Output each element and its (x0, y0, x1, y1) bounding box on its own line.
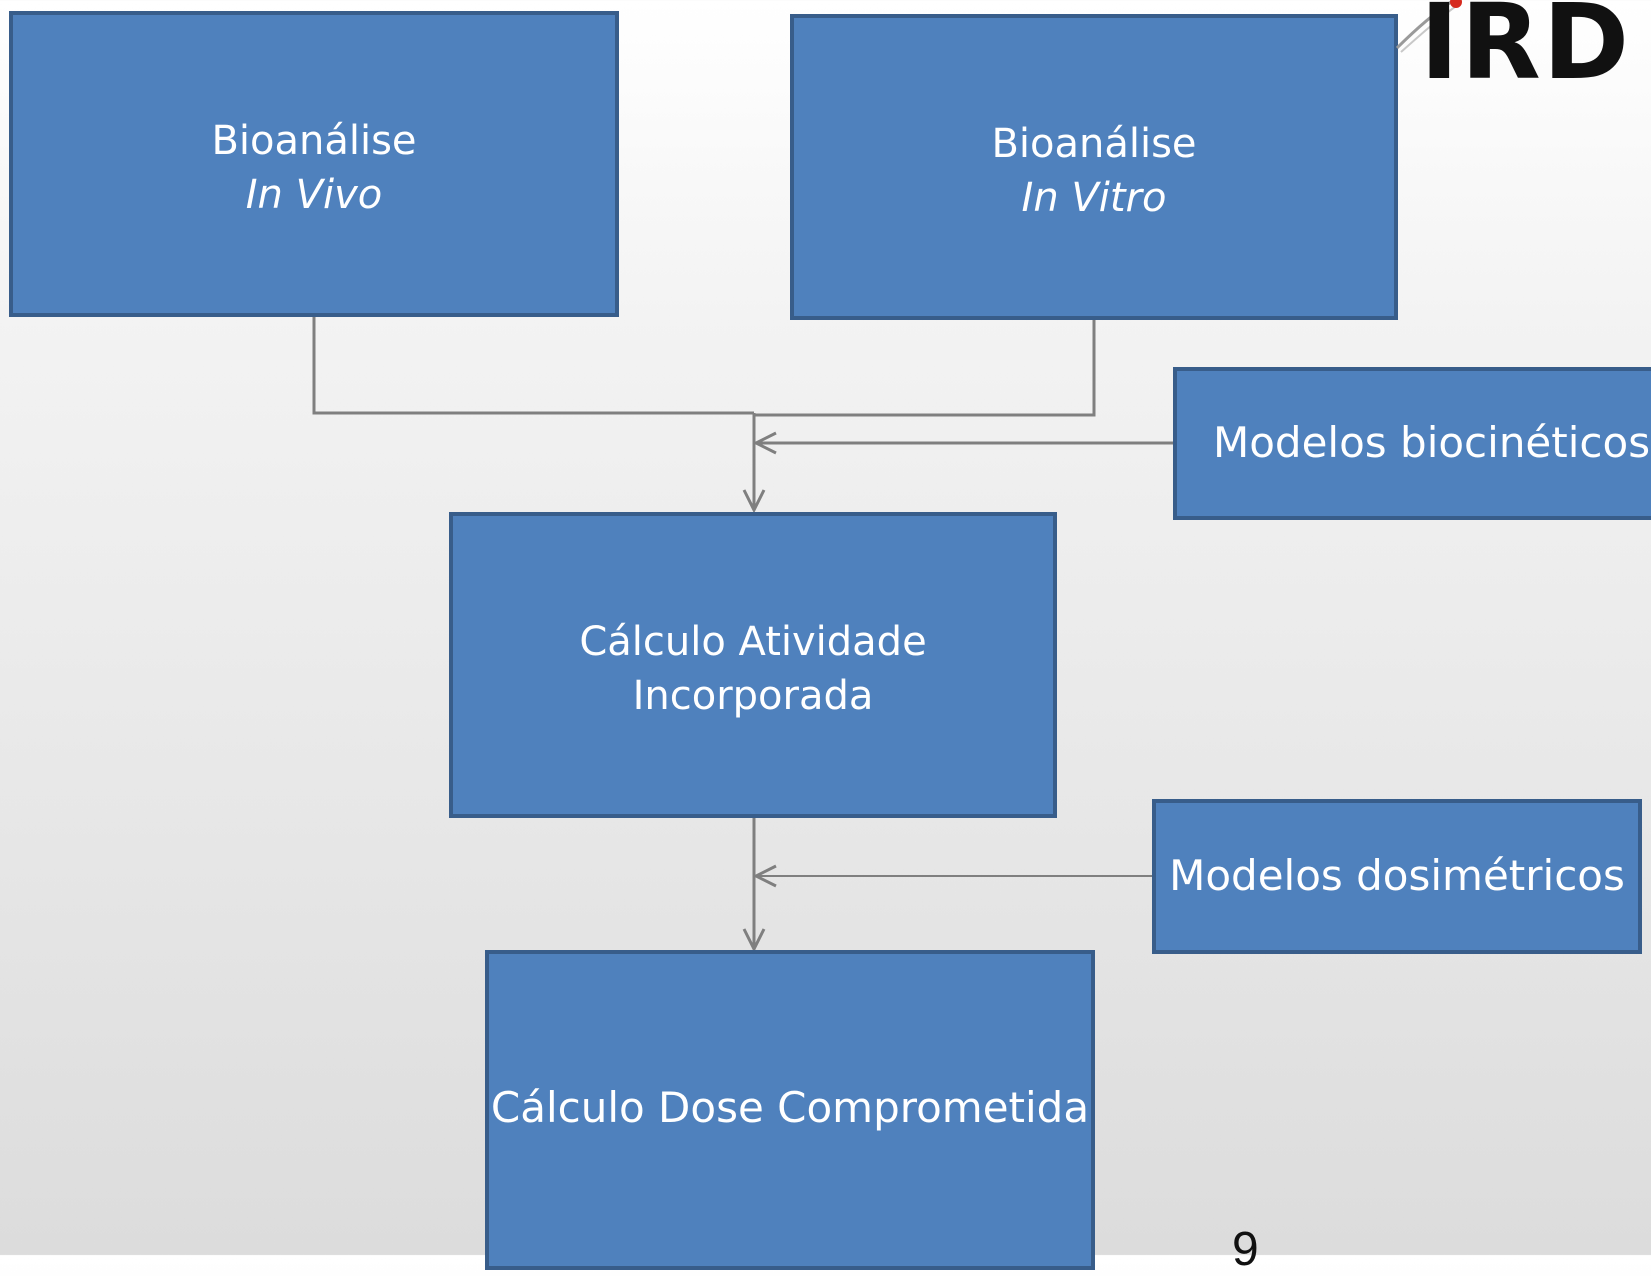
node-label: Bioanálise (991, 121, 1197, 167)
node-modelos-dosimetricos: Modelos dosimétricos (1152, 799, 1642, 954)
node-label: Modelos dosimétricos (1169, 851, 1625, 901)
node-label: Modelos biocinéticos (1213, 418, 1651, 468)
ird-logo: IRD (1395, 0, 1651, 100)
node-label: Cálculo Atividade (579, 619, 927, 665)
logo-text: IRD (1420, 0, 1632, 103)
slide-page-number: 9 (1232, 1223, 1259, 1276)
connector-in-vivo-to-merge (312, 317, 754, 415)
node-modelos-biocineticos: Modelos biocinéticos (1173, 367, 1651, 520)
logo-swoosh-icon (1395, 0, 1462, 53)
node-sublabel: In Vitro (1021, 175, 1167, 221)
node-label: Bioanálise (211, 118, 417, 164)
node-bioanalise-in-vivo: Bioanálise In Vivo (9, 11, 619, 317)
node-label: Cálculo Dose Comprometida (490, 1083, 1090, 1132)
node-calculo-atividade: Cálculo Atividade Incorporada (449, 512, 1057, 818)
node-sublabel: In Vivo (245, 172, 383, 218)
connector-in-vitro-to-merge (754, 320, 1096, 417)
node-sublabel: Incorporada (632, 673, 874, 719)
node-bioanalise-in-vitro: Bioanálise In Vitro (790, 14, 1398, 320)
node-calculo-dose: Cálculo Dose Comprometida (485, 950, 1095, 1270)
